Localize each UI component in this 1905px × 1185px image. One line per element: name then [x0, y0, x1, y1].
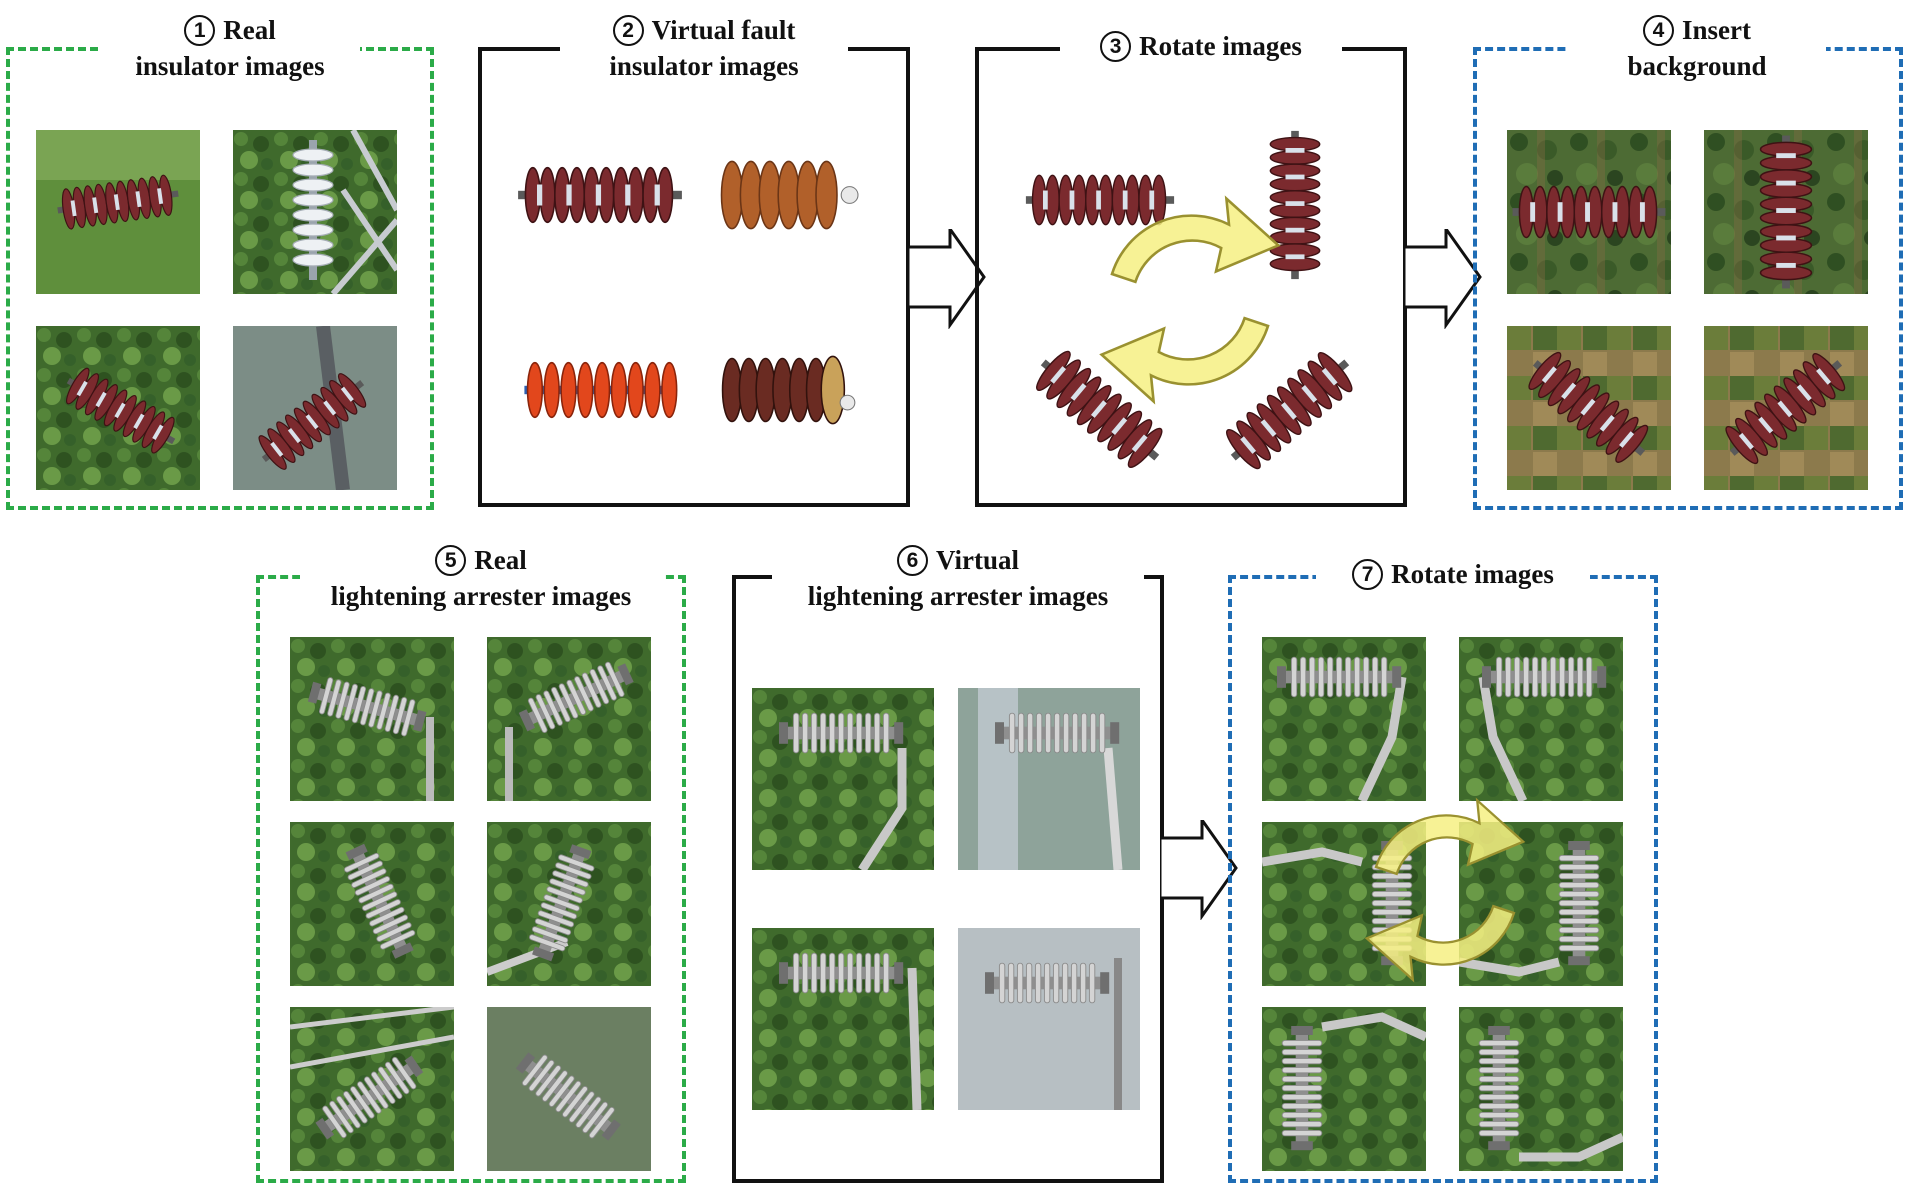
step-number: 1: [184, 15, 216, 46]
step-number: 2: [612, 15, 644, 46]
rotated-arrester-6: [1459, 1007, 1623, 1171]
panel-title-4: 4 Insert background: [1568, 12, 1826, 84]
rendered-arrester-3: [752, 928, 934, 1110]
flow-arrow-3-4: [1404, 229, 1482, 327]
rotated-arrester-2: [1459, 637, 1623, 801]
step-number: 4: [1643, 15, 1674, 46]
rotate-cycle-icon: [1365, 799, 1525, 981]
title-line1: Virtual: [936, 545, 1019, 575]
background-insulator-4: [1704, 326, 1868, 490]
background-insulator-3: [1507, 326, 1671, 490]
rendered-insulator-2: [715, 140, 885, 250]
title-line2: insulator images: [609, 51, 799, 81]
title-line1: Real: [474, 545, 527, 575]
background-insulator-1: [1507, 130, 1671, 294]
title-line1: Insert: [1682, 15, 1751, 45]
title-line1: Rotate images: [1391, 559, 1554, 589]
rotated-arrester-5: [1262, 1007, 1426, 1171]
background-insulator-2: [1704, 130, 1868, 294]
arrester-photo-4: [487, 822, 651, 986]
arrester-photo-2: [487, 637, 651, 801]
title-line2: lightening arrester images: [807, 581, 1109, 611]
arrester-photo-6: [487, 1007, 651, 1171]
title-line2: insulator images: [135, 51, 325, 81]
rendered-arrester-4: [958, 928, 1140, 1110]
insulator-photo-4: [233, 326, 397, 490]
arrester-photo-3: [290, 822, 454, 986]
step-number: 6: [897, 545, 928, 576]
arrester-photo-1: [290, 637, 454, 801]
title-line2: background: [1627, 51, 1767, 81]
rendered-arrester-1: [752, 688, 934, 870]
title-line1: Real: [223, 15, 276, 45]
rotated-insulators: [1025, 130, 1364, 478]
title-line1: Rotate images: [1139, 31, 1302, 61]
insulator-photo-2: [233, 130, 397, 294]
insulator-photo-1: [36, 130, 200, 294]
rendered-insulator-3: [515, 335, 685, 445]
rotate-cycle-icon: [1100, 197, 1280, 403]
rendered-insulator-1: [515, 140, 685, 250]
insulator-photo-3: [36, 326, 200, 490]
step-number: 5: [435, 545, 467, 576]
step-number: 7: [1352, 559, 1384, 590]
panel-title-6: 6 Virtual lightening arrester images: [772, 542, 1144, 614]
rotated-arrester-1: [1262, 637, 1426, 801]
rendered-arrester-2: [958, 688, 1140, 870]
title-line1: Virtual fault: [651, 15, 796, 45]
step-number: 3: [1100, 31, 1132, 62]
title-line2: lightening arrester images: [330, 581, 632, 611]
rendered-insulator-4: [715, 335, 885, 445]
arrester-photo-5: [290, 1007, 454, 1171]
